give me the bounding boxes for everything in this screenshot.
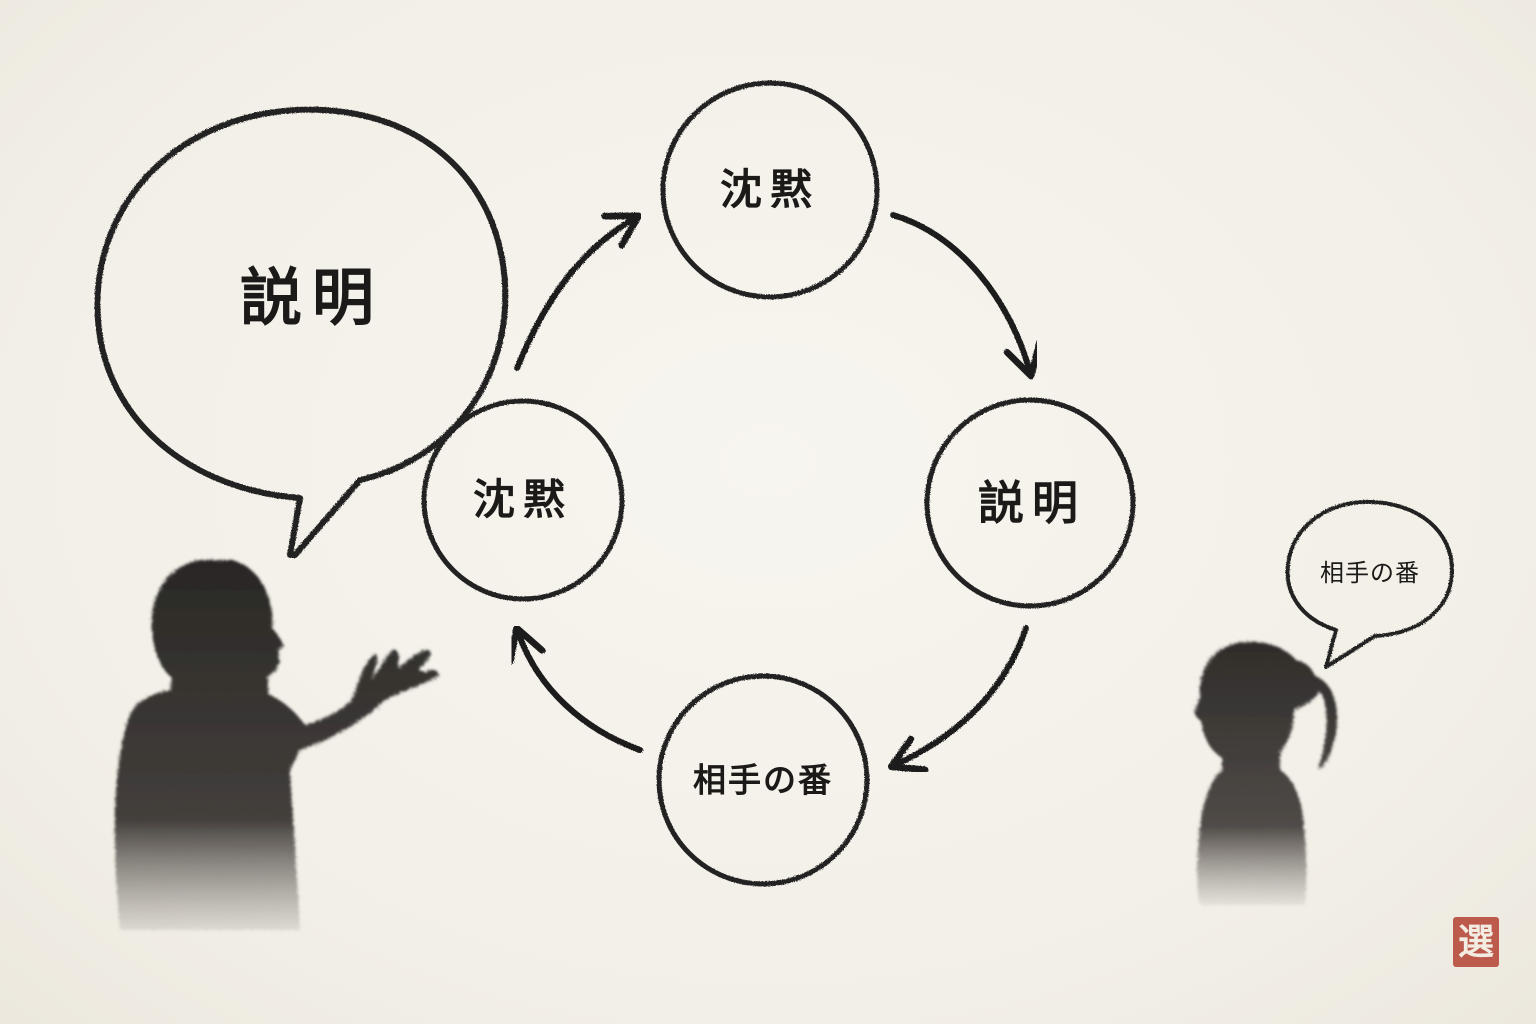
cycle-node-left <box>421 398 625 602</box>
arrow-right-to-bottom <box>887 625 1029 774</box>
arrow-left-to-top <box>514 212 642 371</box>
cycle-node-top <box>660 80 880 300</box>
cycle-node-bottom-text: 相手の番 <box>693 760 833 800</box>
speech-small-text: 相手の番 <box>1320 559 1420 587</box>
speech-bubble-small <box>1285 499 1454 669</box>
cycle-node-bottom <box>656 673 870 887</box>
cycle-node-right-text: 説明 <box>978 476 1086 530</box>
speech-bubble-main <box>94 106 509 558</box>
arrow-top-to-right <box>890 212 1043 380</box>
arrow-bottom-to-left <box>506 624 643 753</box>
cycle-node-left-text: 沈黙 <box>472 475 574 524</box>
hanko-seal: 選 <box>1453 917 1499 967</box>
cycle-node-right <box>924 397 1136 609</box>
hanko-seal-glyph: 選 <box>1457 921 1494 963</box>
listener-silhouette <box>1194 641 1338 905</box>
speaker-silhouette <box>114 560 439 930</box>
cycle-node-top-text: 沈黙 <box>719 165 821 214</box>
speech-main-text: 説明 <box>239 261 385 334</box>
